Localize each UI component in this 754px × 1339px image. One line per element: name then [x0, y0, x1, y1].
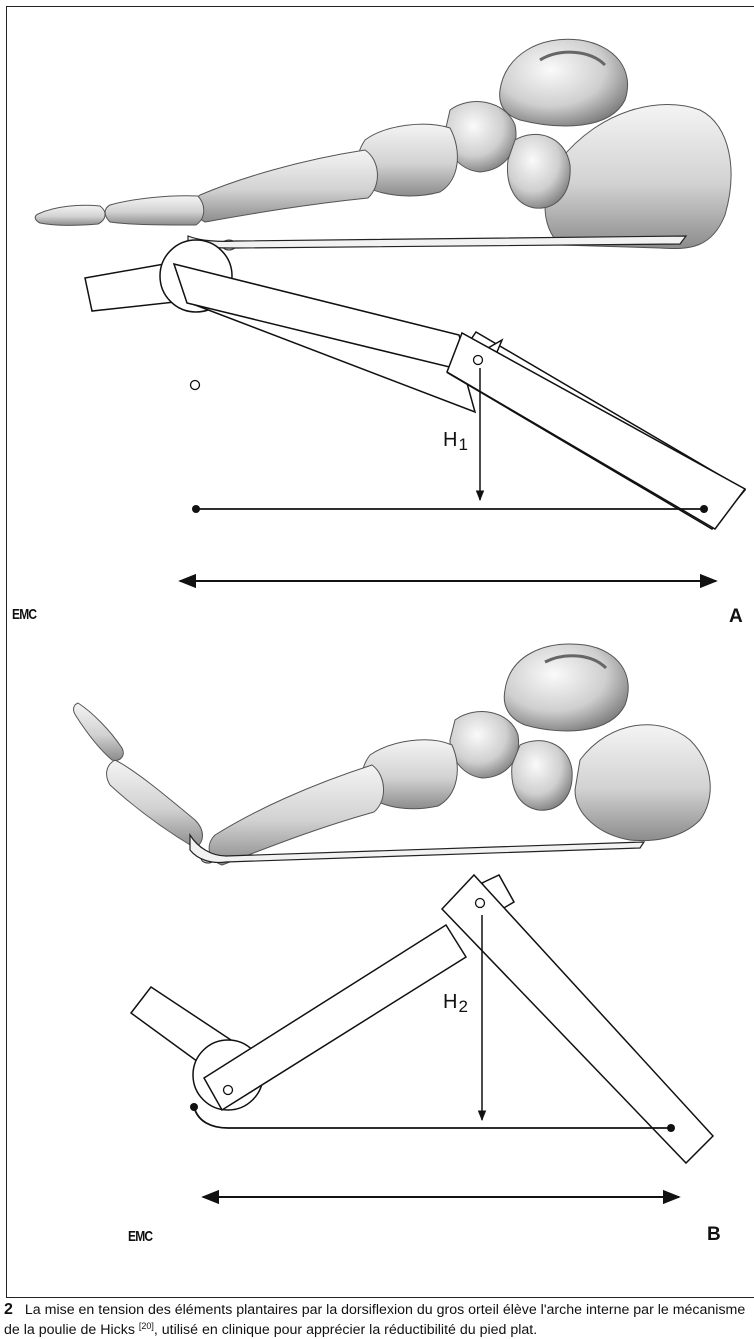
panel-letter-a: A: [729, 606, 743, 628]
pivot-a-left: [191, 381, 200, 390]
figure-number: 2: [4, 1301, 13, 1318]
left-beam-a-body: [174, 264, 470, 372]
phalanx-proximal-b: [107, 760, 203, 848]
height-label-b: H2: [443, 991, 468, 1017]
caption-reference: [20]: [139, 1321, 154, 1331]
navicular-b: [450, 712, 519, 778]
foot-skeleton-b: [74, 644, 711, 865]
base-line-b: [194, 1107, 671, 1128]
calcaneus-b: [575, 725, 710, 841]
panel-letter-b: B: [707, 1224, 721, 1246]
emc-logo-b: EMC: [128, 1228, 152, 1245]
emc-logo-a: EMC: [12, 606, 36, 623]
height-label-a: H1: [443, 429, 468, 455]
right-beam-a-body: [447, 333, 745, 529]
cuboid-a: [507, 134, 570, 208]
metatarsal-b: [209, 765, 383, 865]
phalanx-distal-b: [74, 703, 124, 760]
left-beam-b: [204, 925, 466, 1110]
foot-skeleton-a: [35, 39, 731, 250]
caption-text-part2: , utilisé en clinique pour apprécier la …: [154, 1322, 537, 1338]
phalanx-proximal-a: [105, 196, 204, 225]
cuboid-b: [512, 741, 572, 811]
metatarsal-a: [194, 150, 378, 222]
figure-canvas: [0, 0, 754, 1300]
phalanx-distal-a: [35, 205, 105, 225]
